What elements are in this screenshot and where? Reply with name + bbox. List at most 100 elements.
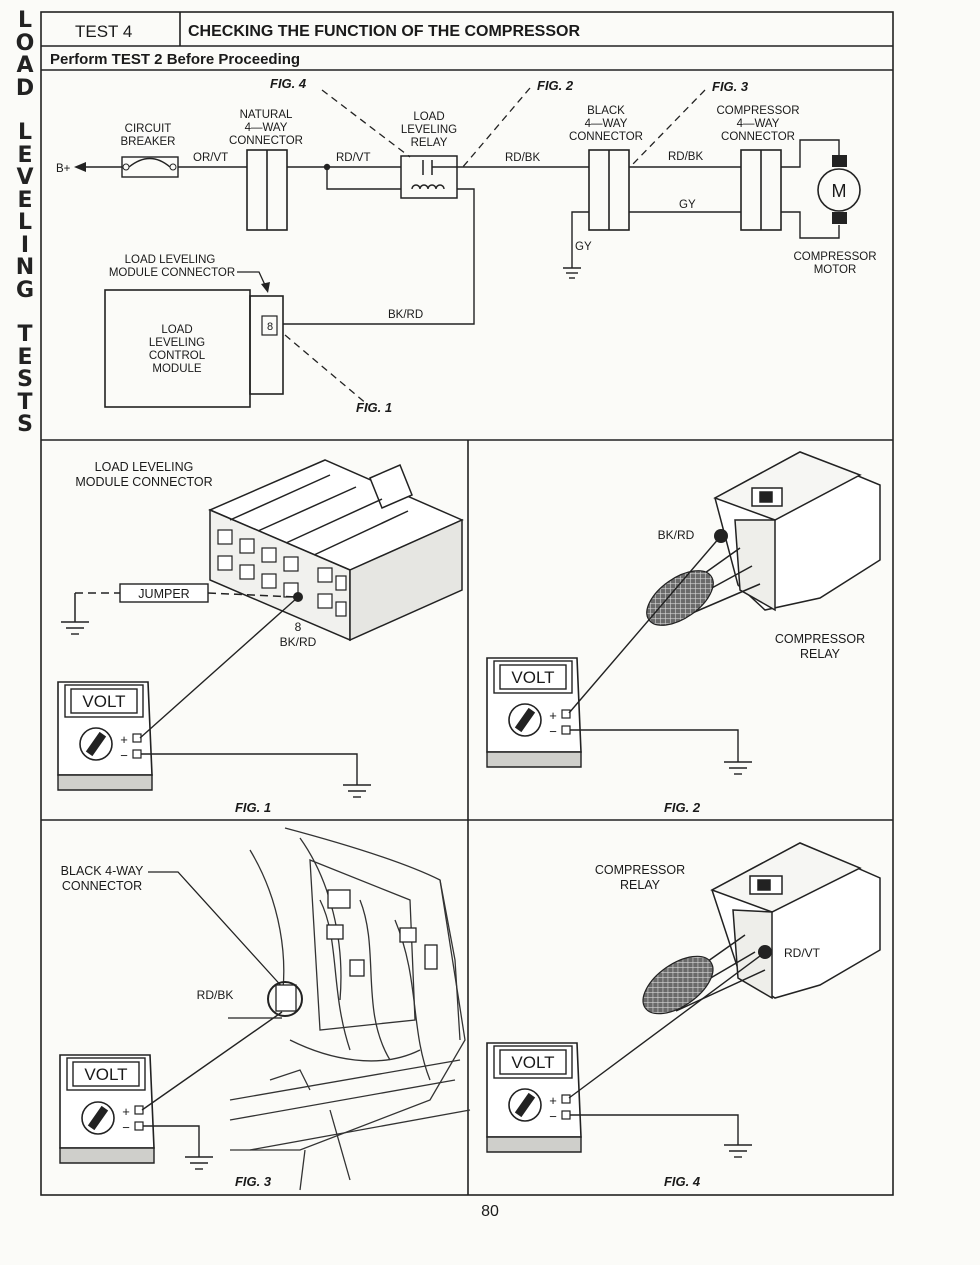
b-plus-label: B+ — [56, 163, 71, 175]
compressor-connector-label: 4—WAY — [737, 118, 780, 130]
natural-connector-symbol — [246, 149, 288, 231]
voltmeter-label: VOLT — [82, 692, 125, 711]
sidebar-letter: A — [16, 53, 34, 78]
fig2-panel: BK/RD COMPRESSOR RELAY VOLT + − FIG. — [486, 451, 881, 815]
compressor-connector-symbol — [740, 149, 782, 231]
sidebar-letter: S — [17, 367, 33, 392]
compressor-relay-drawing — [713, 451, 881, 612]
probe-point — [758, 945, 772, 959]
relay-label: LEVELING — [401, 124, 457, 136]
minus-terminal: − — [122, 1120, 130, 1135]
fig4-relay-label: RELAY — [620, 878, 661, 892]
wire-label-rd-bk-2: RD/BK — [668, 151, 703, 163]
natural-connector-label: CONNECTOR — [229, 135, 303, 147]
fig2-relay-label: COMPRESSOR — [775, 632, 865, 646]
fig3-panel: BLACK 4-WAY CONNECTOR — [59, 827, 471, 1191]
minus-terminal: − — [549, 1109, 557, 1124]
fig3-connector-label: BLACK 4-WAY — [61, 864, 144, 878]
sidebar-letter: G — [15, 277, 35, 303]
fig-ref-4: FIG. 4 — [270, 76, 307, 91]
module-pin-label: 8 — [267, 321, 273, 333]
leader-line — [237, 271, 266, 286]
wire-label-or-vt: OR/VT — [193, 152, 228, 164]
wire-label-rd-bk: RD/BK — [505, 152, 540, 164]
black-connector-label: 4—WAY — [585, 118, 628, 130]
wire-loom — [646, 570, 714, 626]
sidebar-letter: E — [17, 344, 33, 370]
arrow-left-icon — [74, 162, 86, 172]
natural-connector-label: NATURAL — [240, 109, 293, 121]
sidebar-letter: D — [15, 75, 35, 101]
voltmeter-label: VOLT — [511, 668, 554, 687]
sidebar-letter: I — [20, 232, 30, 258]
control-module-label: CONTROL — [149, 350, 206, 362]
arrow-down-icon — [261, 282, 270, 293]
leader-line — [148, 871, 286, 991]
control-module-label: LEVELING — [149, 337, 205, 349]
voltmeter — [486, 657, 582, 768]
fig3-wire-label: RD/BK — [197, 988, 234, 1002]
relay-label: RELAY — [411, 137, 448, 149]
fig2-relay-label: RELAY — [800, 647, 841, 661]
highlight-circle — [267, 981, 303, 1017]
plus-terminal: + — [122, 1104, 130, 1119]
black-connector-label: BLACK — [587, 105, 625, 117]
module-connector-label: MODULE CONNECTOR — [109, 267, 235, 279]
voltmeter — [59, 1054, 155, 1164]
connector-parts — [275, 889, 438, 1012]
sidebar-letter: L — [17, 8, 33, 33]
circuit-breaker-label: CIRCUIT — [125, 123, 172, 135]
wire-label-rd-vt: RD/VT — [336, 152, 371, 164]
sidebar-letter: E — [17, 142, 33, 168]
fig-ref-2: FIG. 2 — [537, 78, 574, 93]
fig4-caption: FIG. 4 — [664, 1174, 701, 1189]
relay-symbol — [400, 155, 458, 199]
wire-label-gy: GY — [575, 241, 592, 253]
fig2-caption: FIG. 2 — [664, 800, 701, 815]
module-connector-label: LOAD LEVELING — [125, 254, 216, 266]
wire-gy-ground — [571, 211, 589, 268]
fig4-panel: COMPRESSOR RELAY RD/VT — [486, 842, 881, 1189]
fig-reference-leaders — [284, 87, 706, 406]
ground-icon — [61, 621, 89, 635]
sidebar-letter: V — [16, 165, 34, 190]
fig3-connector-label: CONNECTOR — [62, 879, 142, 893]
plus-terminal: + — [549, 1093, 557, 1108]
page-number: 80 — [481, 1203, 499, 1220]
sidebar-letter: S — [17, 412, 33, 437]
black-connector-label: CONNECTOR — [569, 131, 643, 143]
wiring-schematic: B+ CIRCUIT BREAKER OR/VT NATURAL 4—WAY C… — [56, 76, 877, 415]
splice-dot — [323, 163, 331, 171]
compressor-motor-label: MOTOR — [814, 264, 857, 276]
jumper-box — [119, 583, 209, 603]
fig3-caption: FIG. 3 — [235, 1174, 272, 1189]
fig2-wire-label: BK/RD — [658, 528, 695, 542]
plus-terminal: + — [549, 708, 557, 723]
control-module-label: LOAD — [161, 324, 192, 336]
minus-terminal: − — [549, 724, 557, 739]
test-leads — [141, 1011, 283, 1170]
wire-loom — [642, 955, 714, 1015]
fig1-panel: LOAD LEVELING MODULE CONNECTOR — [57, 459, 464, 815]
page-frame — [40, 11, 894, 1196]
fig1-caption: FIG. 1 — [235, 800, 271, 815]
sidebar-letter: E — [17, 187, 33, 213]
page-subtitle: Perform TEST 2 Before Proceeding — [50, 51, 300, 68]
circuit-breaker-symbol — [121, 156, 179, 178]
compressor-connector-label: COMPRESSOR — [716, 105, 799, 117]
relay-label: LOAD — [413, 111, 444, 123]
vehicle-interior-drawing — [229, 827, 471, 1191]
voltmeter-label: VOLT — [84, 1065, 127, 1084]
minus-terminal: − — [120, 748, 128, 763]
fig-ref-1: FIG. 1 — [356, 400, 392, 415]
test-leads — [139, 597, 371, 798]
circuit-breaker-label: BREAKER — [121, 136, 176, 148]
page-title: CHECKING THE FUNCTION OF THE COMPRESSOR — [188, 23, 580, 40]
ground-icon — [563, 267, 581, 279]
connector-cavities — [217, 529, 347, 617]
test-label: TEST 4 — [75, 22, 132, 41]
fig4-wire-label: RD/VT — [784, 946, 821, 960]
fig1-pin-label: 8 — [295, 620, 302, 634]
